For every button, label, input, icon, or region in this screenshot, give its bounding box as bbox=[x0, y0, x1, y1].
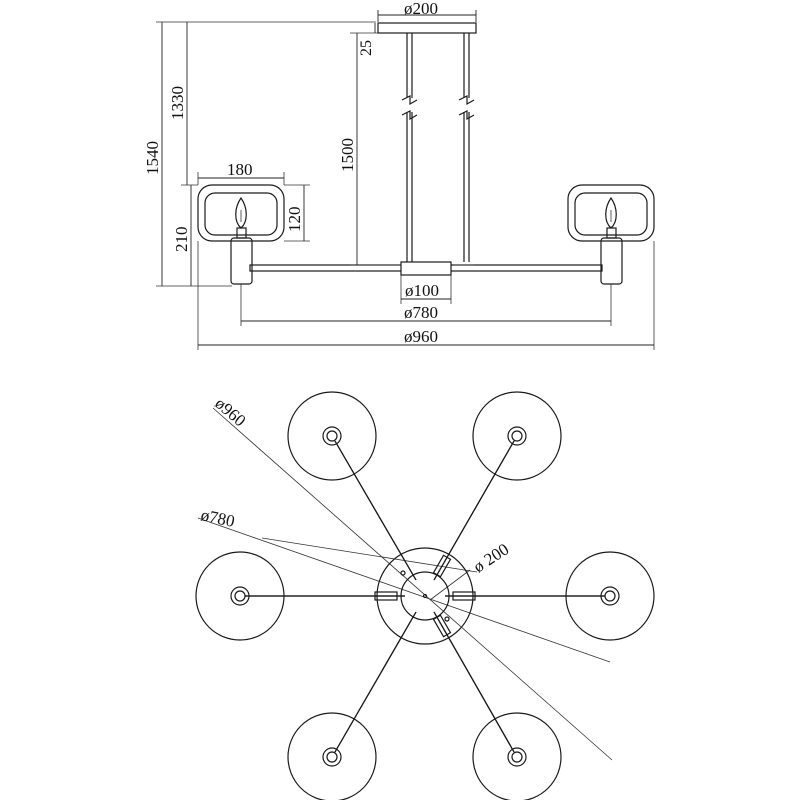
dim-canopy-diameter: ø200 bbox=[404, 0, 438, 18]
dim-hub-diameter: ø100 bbox=[405, 281, 439, 300]
shade-disc bbox=[287, 712, 377, 800]
top-dim-overall-span: ø960 bbox=[211, 394, 249, 431]
dim-shade-bottom: 210 bbox=[172, 227, 191, 253]
dim-arm-span: ø780 bbox=[404, 303, 438, 322]
top-dim-arm-span: ø780 bbox=[199, 505, 236, 531]
dim-shade-width: 180 bbox=[227, 160, 253, 179]
hub-connectors bbox=[374, 554, 476, 638]
canopy bbox=[377, 22, 477, 34]
top-hub bbox=[400, 571, 450, 621]
shade-disc bbox=[472, 712, 562, 800]
top-dim-canopy-diameter: ø 200 bbox=[470, 540, 512, 577]
left-lamp bbox=[197, 184, 285, 285]
dim-canopy-height: 25 bbox=[358, 40, 375, 56]
dim-total-height: 1540 bbox=[143, 141, 162, 175]
shade-disc bbox=[287, 391, 377, 481]
dim-shade-height: 120 bbox=[285, 207, 304, 233]
dim-overall-span: ø960 bbox=[404, 327, 438, 346]
top-view: ø960 ø780 ø 200 bbox=[195, 391, 655, 800]
side-hub bbox=[400, 261, 452, 276]
dim-suspension-length: 1500 bbox=[338, 138, 357, 172]
top-arms bbox=[245, 440, 605, 753]
dim-top-to-shade: 1330 bbox=[168, 86, 187, 120]
sockets bbox=[230, 426, 620, 767]
side-view: ø200 bbox=[143, 0, 655, 350]
right-lamp bbox=[567, 184, 655, 285]
shade-disc bbox=[472, 391, 562, 481]
suspension-cables bbox=[401, 33, 475, 262]
